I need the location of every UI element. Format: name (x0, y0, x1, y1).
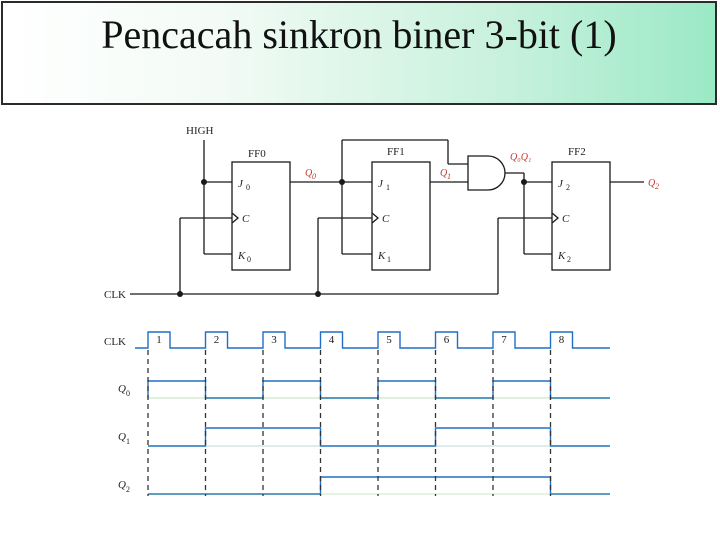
signal-wave-path (147, 380, 610, 399)
signal-label-sub: 2 (126, 485, 130, 494)
svg-text:2: 2 (567, 255, 571, 264)
svg-text:K: K (237, 250, 246, 262)
svg-text:1: 1 (387, 255, 391, 264)
svg-text:Q: Q (440, 168, 448, 179)
title-banner: Pencacah sinkron biner 3-bit (1) (1, 1, 717, 105)
pulse-label: 5 (386, 334, 392, 346)
clk-waveform (135, 331, 610, 349)
signal-label: Q (118, 383, 126, 395)
pulse-label: 1 (156, 334, 162, 346)
and-output-label: Q₀Q₁ (510, 152, 531, 163)
ff2-box (551, 161, 611, 271)
ff2-label: FF2 (568, 146, 586, 158)
signal-wave-path (148, 427, 610, 447)
signal-waveforms (147, 380, 610, 495)
pulse-label: 7 (501, 334, 507, 346)
signal-wave-path (148, 476, 610, 495)
svg-text:1: 1 (386, 183, 390, 192)
svg-text:J: J (558, 178, 564, 190)
signal-label: Q (118, 479, 126, 491)
clk-wave-path (135, 331, 610, 349)
pulse-label: 6 (444, 334, 450, 346)
ff2-clock-triangle (551, 212, 560, 224)
svg-text:Q: Q (305, 168, 313, 179)
slide-title: Pencacah sinkron biner 3-bit (1) (101, 12, 617, 57)
ff1-label: FF1 (387, 146, 405, 158)
pulse-labels: 1 2 3 4 5 6 7 8 (156, 334, 565, 346)
ff0-box (231, 161, 291, 271)
svg-text:Q₀Q₁: Q₀Q₁ (510, 152, 531, 163)
ff1-clock-triangle (371, 212, 380, 224)
svg-text:2: 2 (566, 183, 570, 192)
ff0-c-pin: C (242, 213, 250, 225)
svg-text:0: 0 (247, 255, 251, 264)
svg-text:1: 1 (447, 172, 451, 181)
clock-edge-guides (147, 350, 552, 496)
clk-junction-1 (177, 291, 183, 297)
svg-text:K: K (557, 250, 566, 262)
signal-label: Q (118, 431, 126, 443)
svg-text:2: 2 (655, 182, 659, 191)
signal-label-sub: 0 (126, 389, 130, 398)
svg-text:0: 0 (312, 172, 316, 181)
clk-label: CLK (104, 289, 126, 301)
svg-text:J: J (238, 178, 244, 190)
ff2-c-pin: C (562, 213, 570, 225)
high-label: HIGH (186, 125, 214, 137)
signal-label-sub: 1 (126, 437, 130, 446)
svg-text:0: 0 (246, 183, 250, 192)
svg-text:K: K (377, 250, 386, 262)
pulse-label: 2 (214, 334, 220, 346)
pulse-label: 4 (329, 334, 335, 346)
ff0-clock-triangle (231, 212, 240, 224)
ff0-label: FF0 (248, 148, 266, 160)
ff1-c-pin: C (382, 213, 390, 225)
ff1-box (371, 161, 431, 271)
svg-text:Q: Q (648, 178, 656, 189)
svg-text:J: J (378, 178, 384, 190)
pulse-label: 3 (271, 334, 277, 346)
and-gate (467, 155, 506, 191)
timing-clk-label: CLK (104, 336, 126, 348)
pulse-label: 8 (559, 334, 565, 346)
